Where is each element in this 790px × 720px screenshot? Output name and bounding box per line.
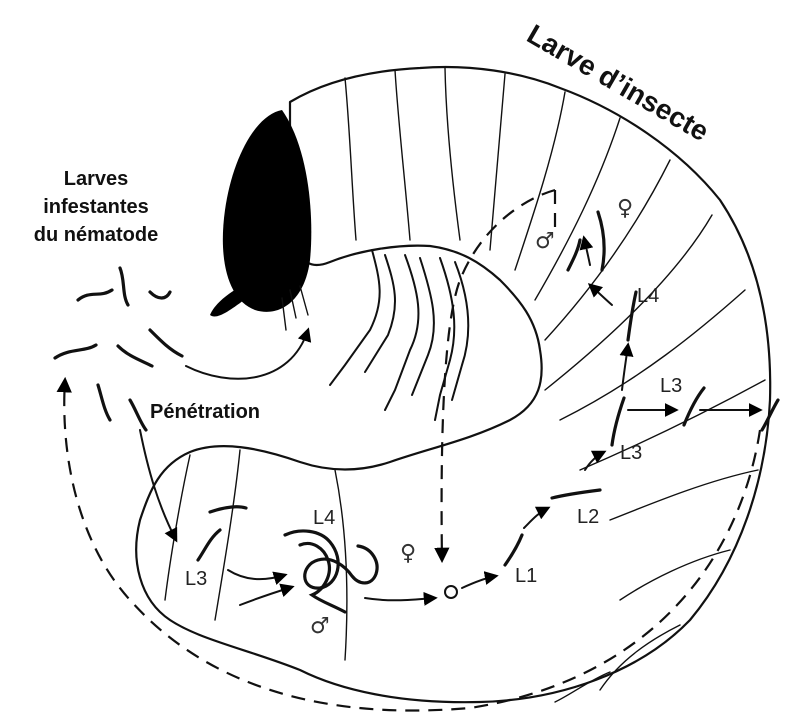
insect-larva-legs bbox=[330, 250, 468, 420]
stage-l4-right-label: L4 bbox=[637, 285, 659, 307]
stage-l2-label: L2 bbox=[577, 506, 599, 528]
male-symbol-left: ♂ bbox=[310, 614, 330, 639]
egg bbox=[445, 586, 457, 598]
female-symbol-right: ♀ bbox=[617, 196, 633, 221]
stage-l3-right-label: L3 bbox=[660, 375, 682, 397]
svg-text:infestantes: infestantes bbox=[43, 196, 149, 218]
stage-l3-left-label: L3 bbox=[185, 568, 207, 590]
insect-larva-head bbox=[210, 110, 311, 330]
stage-l3-center-label: L3 bbox=[620, 442, 642, 464]
stage-l1-label: L1 bbox=[515, 565, 537, 587]
male-symbol-right: ♂ bbox=[535, 229, 555, 254]
infection-arrow bbox=[186, 330, 308, 379]
stage-l4-left-label: L4 bbox=[313, 507, 335, 529]
infective-juveniles-label: Larves infestantes du nématode bbox=[34, 168, 158, 246]
svg-text:du nématode: du nématode bbox=[34, 224, 158, 246]
female-symbol-left: ♀ bbox=[400, 541, 416, 566]
penetration-label: Pénétration bbox=[150, 401, 260, 423]
svg-text:Larves: Larves bbox=[64, 168, 129, 190]
